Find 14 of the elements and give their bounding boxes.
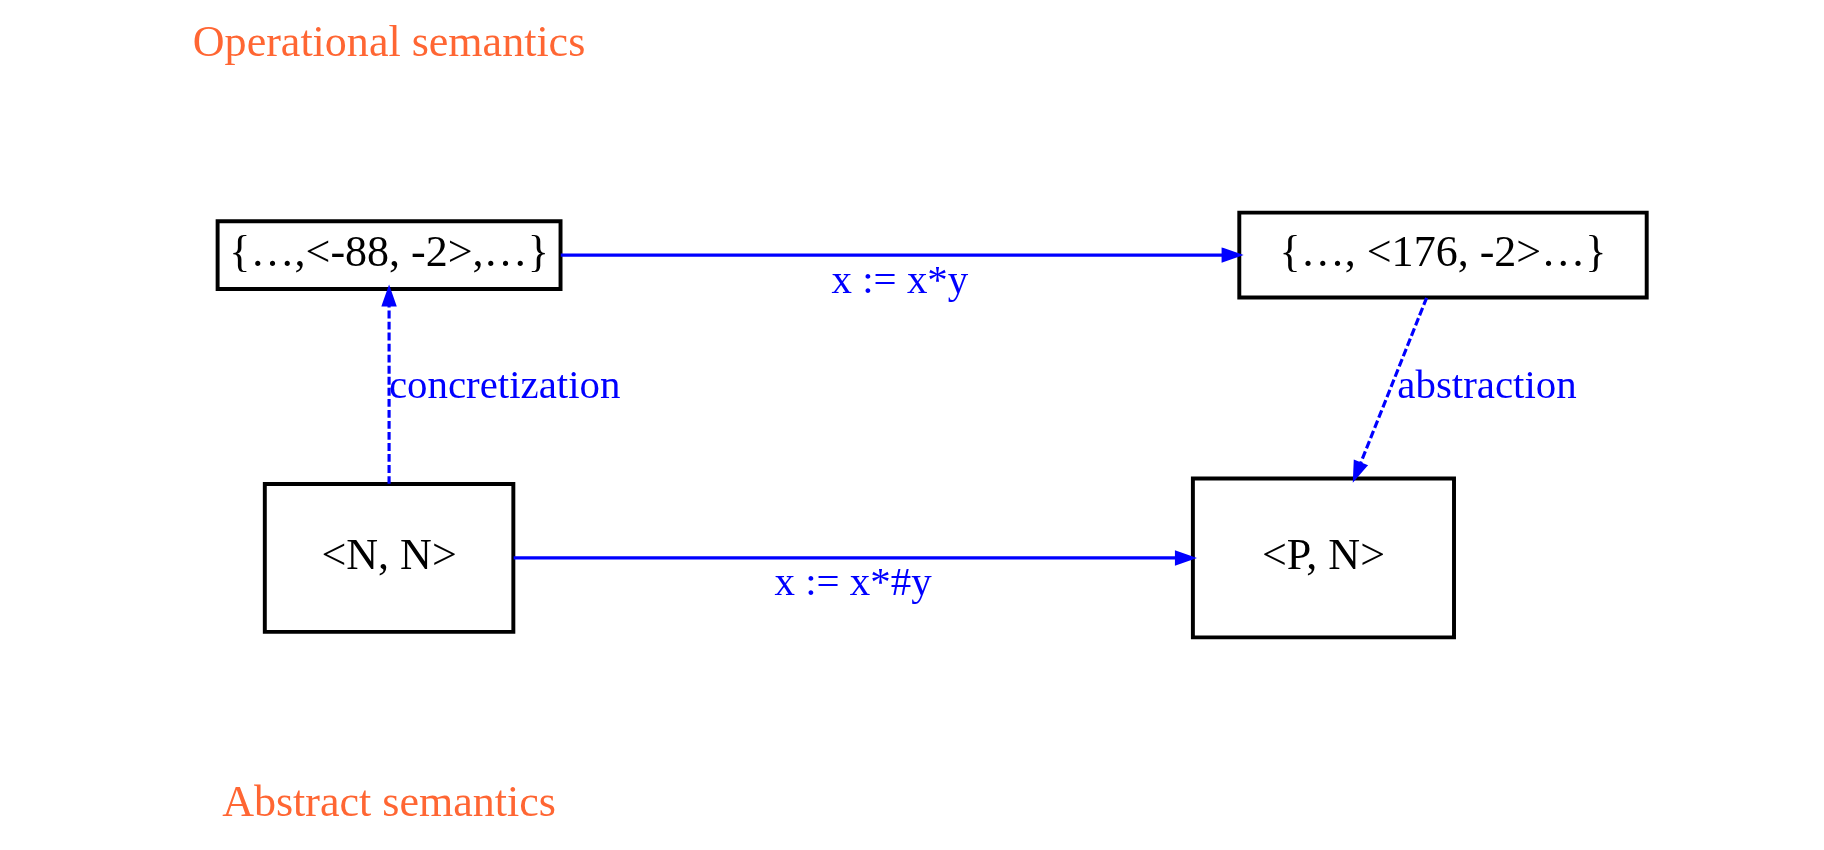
label: Abstract semantics <box>221 776 556 826</box>
arrow <box>513 550 1197 566</box>
arrow <box>1352 297 1428 483</box>
arrow <box>560 247 1244 263</box>
edge-label: concretization <box>388 361 620 407</box>
node-box: <N, N> <box>262 482 515 634</box>
node-box: <P, N> <box>1190 476 1456 640</box>
arrow <box>380 284 397 484</box>
edge-label: abstraction <box>1396 361 1577 407</box>
label: Operational semantics <box>192 16 585 66</box>
edge-label: x := x*y <box>831 256 968 302</box>
node-box: {…, <176, -2>…} <box>1236 210 1649 300</box>
node-box: {…,<-88, -2>,…} <box>215 219 562 291</box>
edge-label: x := x*#y <box>774 559 932 605</box>
